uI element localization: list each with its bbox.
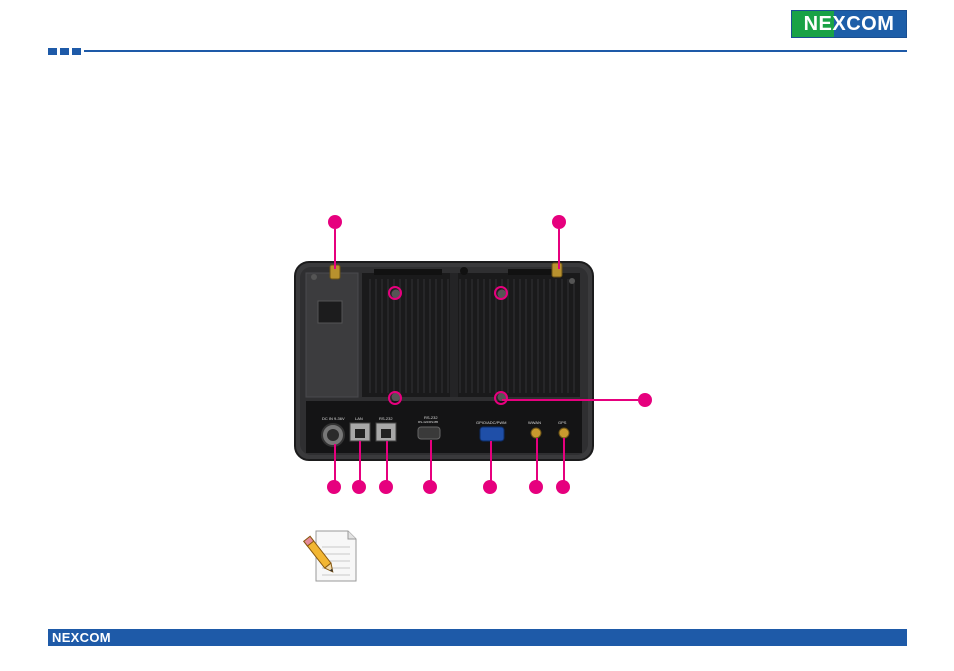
callout-wwan [529, 480, 543, 494]
brand-logo: NEXCOM [791, 10, 907, 38]
callout-rs232-db9 [423, 480, 437, 494]
mounting-hole-marker [494, 391, 508, 405]
port-label-rs232-db-sub: RS-422/RS485 [418, 420, 439, 424]
port-label-gps: GPS [558, 420, 567, 425]
page-footer: NEXCOM [48, 629, 907, 646]
callout-mounting-holes [638, 393, 652, 407]
port-label-lan: LAN [355, 416, 363, 421]
mounting-hole-marker [494, 286, 508, 300]
callout-dc-in [327, 480, 341, 494]
footer-brand: NEXCOM [52, 630, 111, 645]
mounting-hole-marker [388, 286, 402, 300]
port-label-dc: DC IN 9-36V [322, 416, 345, 421]
port-label-wwan: WWAN [528, 420, 541, 425]
callout-gpio-adc-pwm [483, 480, 497, 494]
note-pencil-icon [298, 527, 360, 583]
header-rule [84, 50, 907, 52]
brand-logo-text: NEXCOM [803, 13, 895, 35]
device-rear-panel-image: DC IN 9-36V LAN RS-232 RS-232 RS-422/RS4… [294, 261, 594, 461]
mounting-hole-marker [388, 391, 402, 405]
callout-antenna-left [328, 215, 342, 229]
port-label-rs232-db: RS-232 [424, 415, 438, 420]
callout-antenna-right [552, 215, 566, 229]
port-label-vga: GPIO/ADC/PWM [476, 420, 507, 425]
port-label-rs232: RS-232 [379, 416, 393, 421]
header-decoration [48, 48, 81, 55]
callout-gps [556, 480, 570, 494]
callout-lan [352, 480, 366, 494]
callout-rs232-rj [379, 480, 393, 494]
